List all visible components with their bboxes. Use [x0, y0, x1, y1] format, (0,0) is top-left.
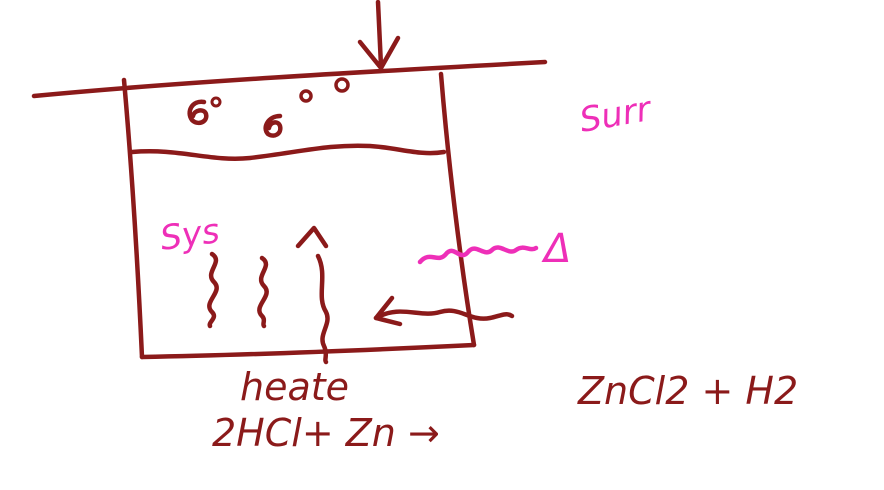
system-label: Sys: [158, 211, 222, 259]
container-left-wall: [121, 77, 145, 360]
reaction-right: ZnCl2 + H2: [577, 369, 798, 413]
gas-bubbles: [187, 77, 350, 138]
delta-label: Δ: [541, 226, 571, 272]
container-base: [139, 342, 477, 360]
surroundings-label: Surr: [577, 89, 656, 141]
pink-wave: [417, 245, 539, 265]
heat-in-arrow: [373, 295, 515, 327]
lid-line: [31, 59, 548, 99]
container-right-wall: [438, 71, 477, 348]
top-arrow: [357, 0, 401, 71]
liquid-surface: [129, 143, 447, 161]
reaction-left: 2HCl+ Zn →: [212, 411, 440, 455]
heater-label: heate: [240, 365, 349, 409]
heat-squiggles: [207, 225, 330, 365]
